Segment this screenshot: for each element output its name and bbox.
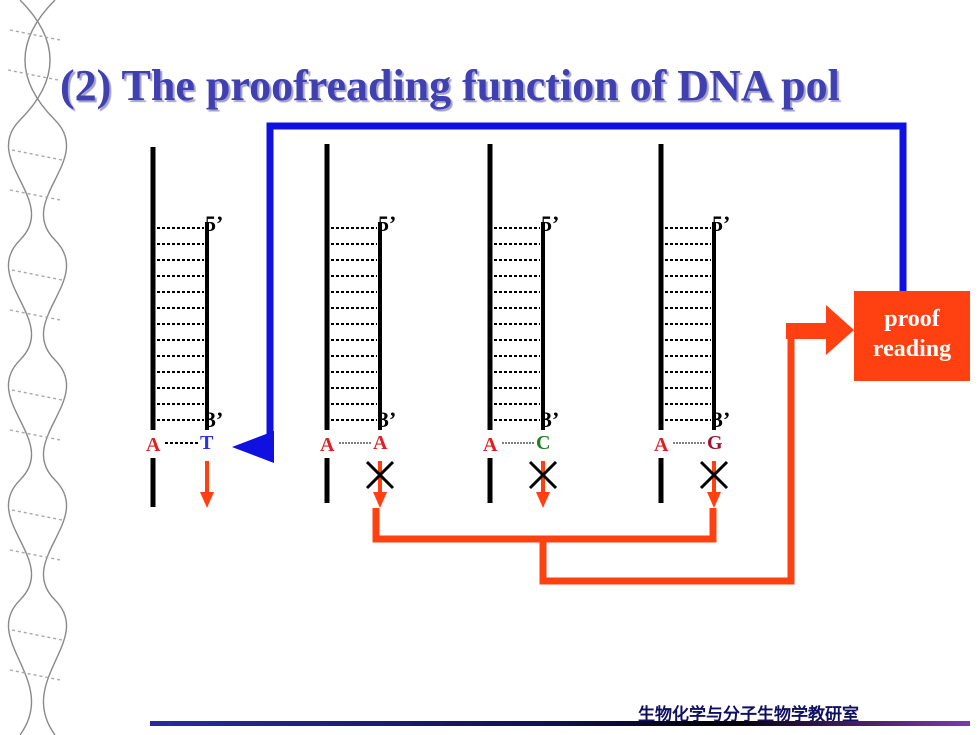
incoming-base: C	[536, 432, 551, 454]
feedback-arrow	[232, 122, 907, 463]
mismatch-collection-arrow	[372, 305, 854, 585]
template-base: A	[146, 434, 161, 456]
arrow-head-icon	[200, 492, 214, 508]
arrow-head-icon	[536, 492, 550, 508]
incoming-base: G	[707, 432, 723, 454]
incoming-base: A	[373, 432, 388, 454]
arrow-head-icon	[373, 492, 387, 508]
dna-helix-decoration	[7, 0, 68, 735]
proof-label: proof	[884, 306, 940, 332]
five-prime-label: 5’	[541, 211, 560, 236]
cross-mark-icon	[365, 460, 395, 490]
proofreading-box: proof reading	[854, 291, 970, 381]
three-prime-label: 3’	[378, 407, 397, 432]
arrow-head-icon	[707, 492, 721, 508]
three-prime-label: 3’	[205, 407, 224, 432]
template-base: A	[654, 434, 669, 456]
cross-mark-icon	[699, 460, 729, 490]
cross-mark-icon	[528, 460, 558, 490]
footer-bar	[150, 721, 970, 726]
three-prime-label: 3’	[712, 407, 731, 432]
incoming-base: T	[200, 432, 214, 454]
footer-department: 生物化学与分子生物学教研室	[638, 705, 859, 725]
slide-title: (2) The proofreading function of DNA pol	[60, 61, 840, 110]
five-prime-label: 5’	[712, 211, 731, 236]
five-prime-label: 5’	[378, 211, 397, 236]
template-base: A	[483, 434, 498, 456]
template-base: A	[320, 434, 335, 456]
reading-label: reading	[872, 336, 952, 362]
three-prime-label: 3’	[541, 407, 560, 432]
five-prime-label: 5’	[205, 211, 224, 236]
